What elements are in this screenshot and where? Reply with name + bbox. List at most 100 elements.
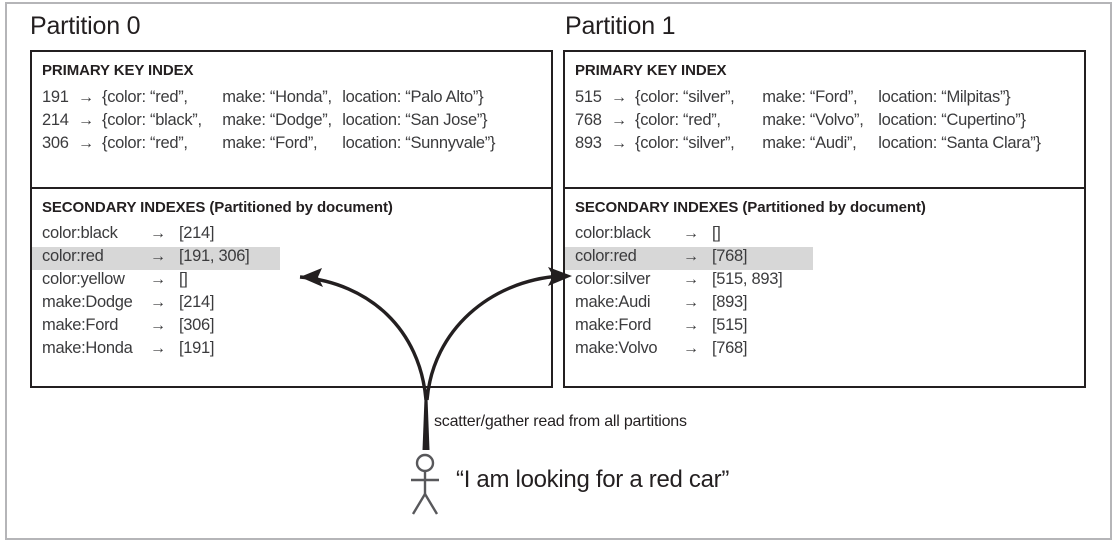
index-postings: [768] bbox=[712, 247, 748, 265]
arrow-icon: → bbox=[150, 294, 166, 311]
pk-color: color: “silver”, bbox=[640, 134, 735, 152]
arrow-icon: → bbox=[150, 225, 166, 242]
table-row: 515 → { color: “silver”, make: “Ford”, l… bbox=[575, 88, 1084, 111]
pk-brace: { bbox=[102, 111, 108, 129]
arrow-icon: → bbox=[683, 225, 699, 242]
list-item-highlighted: color:red → [191, 306] bbox=[32, 247, 280, 270]
index-postings: [191] bbox=[179, 339, 215, 357]
pk-key: 515 bbox=[575, 88, 602, 106]
partition-0-panel: PRIMARY KEY INDEX 191 → { color: “red”, … bbox=[30, 50, 553, 388]
arrow-icon: → bbox=[150, 317, 166, 334]
pk-make: make: “Ford”, bbox=[762, 88, 858, 106]
pk-brace: { bbox=[635, 134, 641, 152]
arrow-icon: → bbox=[78, 112, 94, 129]
index-postings: [214] bbox=[179, 224, 215, 242]
arrow-icon: → bbox=[611, 135, 627, 152]
arrow-icon: → bbox=[611, 112, 627, 129]
list-item: color:black → [214] bbox=[32, 224, 551, 247]
index-postings: [] bbox=[712, 224, 721, 242]
pk-key: 191 bbox=[42, 88, 69, 106]
pk-make: make: “Dodge”, bbox=[222, 111, 332, 129]
index-term: make:Audi bbox=[575, 293, 651, 311]
partition-0-primary-key-index: PRIMARY KEY INDEX 191 → { color: “red”, … bbox=[32, 52, 551, 189]
list-item: make:Ford → [515] bbox=[565, 316, 1084, 339]
pk-key: 768 bbox=[575, 111, 602, 129]
list-item: color:black → [] bbox=[565, 224, 1084, 247]
partition-0-title: Partition 0 bbox=[30, 12, 141, 40]
partition-1-panel: PRIMARY KEY INDEX 515 → { color: “silver… bbox=[563, 50, 1086, 388]
index-term: make:Ford bbox=[575, 316, 652, 334]
index-term: color:black bbox=[575, 224, 651, 242]
arrow-icon: → bbox=[683, 317, 699, 334]
pk-color: color: “red”, bbox=[640, 111, 721, 129]
table-row: 191 → { color: “red”, make: “Honda”, loc… bbox=[42, 88, 551, 111]
pk-color: color: “red”, bbox=[107, 88, 188, 106]
index-postings: [214] bbox=[179, 293, 215, 311]
list-item: make:Dodge → [214] bbox=[32, 293, 551, 316]
index-postings: [] bbox=[179, 270, 188, 288]
index-term: make:Honda bbox=[42, 339, 133, 357]
pk-make: make: “Audi”, bbox=[762, 134, 857, 152]
partition-0-secondary-indexes: SECONDARY INDEXES (Partitioned by docume… bbox=[32, 189, 551, 386]
arrow-icon: → bbox=[611, 89, 627, 106]
arrow-icon: → bbox=[78, 135, 94, 152]
index-term: color:red bbox=[42, 247, 104, 265]
index-term: color:black bbox=[42, 224, 118, 242]
list-item: make:Honda → [191] bbox=[32, 339, 551, 362]
secondary-indexes-heading: SECONDARY INDEXES (Partitioned by docume… bbox=[575, 199, 926, 216]
list-item: color:silver → [515, 893] bbox=[565, 270, 1084, 293]
table-row: 306 → { color: “red”, make: “Ford”, loca… bbox=[42, 134, 551, 157]
index-postings: [768] bbox=[712, 339, 748, 357]
arrow-icon: → bbox=[150, 340, 166, 357]
pk-location: location: “Sunnyvale”} bbox=[342, 134, 496, 152]
pk-brace: { bbox=[635, 88, 641, 106]
primary-key-index-heading: PRIMARY KEY INDEX bbox=[575, 62, 727, 79]
index-postings: [191, 306] bbox=[179, 247, 250, 265]
pk-location: location: “Santa Clara”} bbox=[878, 134, 1041, 152]
arrow-icon: → bbox=[683, 294, 699, 311]
pk-key: 214 bbox=[42, 111, 69, 129]
pk-location: location: “San Jose”} bbox=[342, 111, 488, 129]
arrow-icon: → bbox=[683, 271, 699, 288]
stick-figure-leg-right bbox=[423, 493, 439, 515]
index-postings: [515] bbox=[712, 316, 748, 334]
arrow-icon: → bbox=[150, 271, 166, 288]
index-term: color:red bbox=[575, 247, 637, 265]
arrow-icon: → bbox=[683, 340, 699, 357]
pk-key: 306 bbox=[42, 134, 69, 152]
secondary-index-row-list: color:black → [] color:red → [768] color… bbox=[565, 216, 1084, 362]
pk-brace: { bbox=[635, 111, 641, 129]
pk-make: make: “Volvo”, bbox=[762, 111, 864, 129]
arrow-icon: → bbox=[683, 248, 699, 265]
arrow-icon: → bbox=[150, 248, 166, 265]
pk-make: make: “Honda”, bbox=[222, 88, 332, 106]
secondary-indexes-heading: SECONDARY INDEXES (Partitioned by docume… bbox=[42, 199, 393, 216]
scatter-gather-label: scatter/gather read from all partitions bbox=[434, 413, 687, 430]
partition-1-primary-key-index: PRIMARY KEY INDEX 515 → { color: “silver… bbox=[565, 52, 1084, 189]
pk-color: color: “silver”, bbox=[640, 88, 735, 106]
list-item: make:Ford → [306] bbox=[32, 316, 551, 339]
stick-figure-head bbox=[415, 453, 435, 473]
pk-location: location: “Milpitas”} bbox=[878, 88, 1011, 106]
table-row: 768 → { color: “red”, make: “Volvo”, loc… bbox=[575, 111, 1084, 134]
list-item: make:Audi → [893] bbox=[565, 293, 1084, 316]
user-stick-figure-icon bbox=[411, 453, 439, 515]
stick-figure-leg-left bbox=[411, 493, 427, 515]
index-term: color:silver bbox=[575, 270, 651, 288]
index-term: make:Dodge bbox=[42, 293, 133, 311]
pk-color: color: “black”, bbox=[107, 111, 202, 129]
table-row: 214 → { color: “black”, make: “Dodge”, l… bbox=[42, 111, 551, 134]
table-row: 893 → { color: “silver”, make: “Audi”, l… bbox=[575, 134, 1084, 157]
pk-color: color: “red”, bbox=[107, 134, 188, 152]
primary-key-row-list: 191 → { color: “red”, make: “Honda”, loc… bbox=[32, 79, 551, 157]
partition-1-secondary-indexes: SECONDARY INDEXES (Partitioned by docume… bbox=[565, 189, 1084, 386]
pk-location: location: “Palo Alto”} bbox=[342, 88, 484, 106]
pk-location: location: “Cupertino”} bbox=[878, 111, 1026, 129]
user-quote: “I am looking for a red car” bbox=[456, 466, 730, 493]
list-item: make:Volvo → [768] bbox=[565, 339, 1084, 362]
index-postings: [515, 893] bbox=[712, 270, 783, 288]
index-term: color:yellow bbox=[42, 270, 125, 288]
pk-key: 893 bbox=[575, 134, 602, 152]
pk-make: make: “Ford”, bbox=[222, 134, 318, 152]
